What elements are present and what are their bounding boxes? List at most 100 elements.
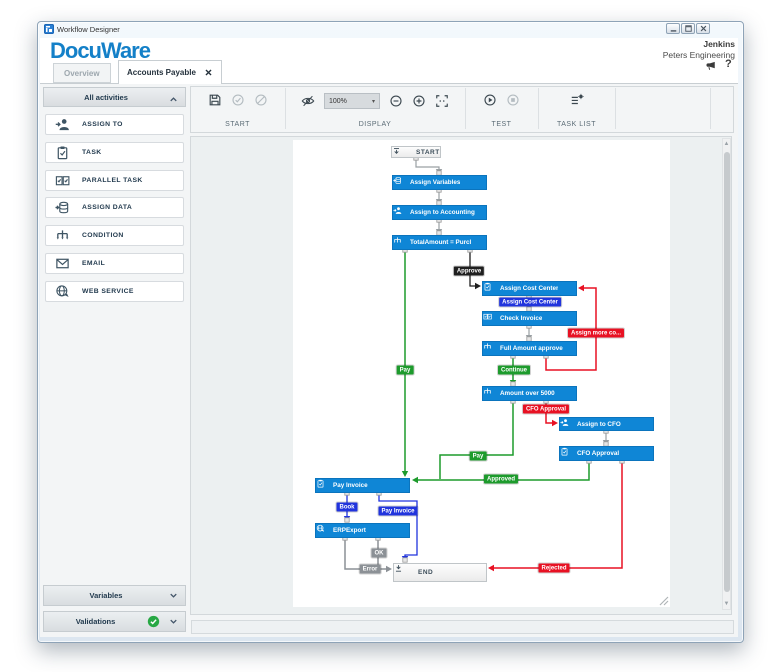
node-label: Assign Cost Center: [500, 285, 559, 292]
edge-label-continue[interactable]: Continue: [498, 365, 530, 375]
tab-label: Overview: [64, 68, 100, 78]
edge-label-rejected[interactable]: Rejected: [538, 563, 570, 573]
sidebar-section-validations[interactable]: Validations: [43, 611, 186, 632]
edge-label-book[interactable]: Book: [336, 502, 358, 512]
chevron-up-icon: [170, 96, 177, 101]
workflow-node-erpexport[interactable]: ERPExport: [315, 523, 410, 538]
maximize-icon: [684, 25, 692, 32]
edge-label-pay[interactable]: Pay: [469, 451, 487, 461]
sidebar-item-web-service[interactable]: WEB SERVICE: [45, 280, 184, 302]
publish-button[interactable]: [231, 93, 245, 107]
minimize-icon: [670, 30, 676, 32]
parallel-task-icon: [483, 313, 492, 320]
activities-panel-header[interactable]: All activities: [43, 87, 186, 107]
edge-label-assign-more-co[interactable]: Assign more co...: [567, 328, 625, 338]
condition-icon: [56, 230, 69, 240]
workflow-node-pay-invoice[interactable]: Pay Invoice: [315, 478, 410, 493]
chevron-up-icon: [168, 92, 179, 103]
node-label: CFO Approval: [577, 450, 620, 457]
toolbar-group-start: START: [190, 87, 285, 132]
canvas-resize-handle[interactable]: [658, 595, 670, 607]
task-icon: [561, 447, 568, 456]
check-badge-icon: [147, 615, 160, 628]
scrollbar-thumb[interactable]: [723, 152, 730, 592]
help-icon[interactable]: ?: [725, 58, 732, 70]
sidebar-item-label: WEB SERVICE: [82, 287, 134, 295]
edge-label-cfo-approval[interactable]: CFO Approval: [522, 404, 570, 414]
close-button[interactable]: [696, 23, 710, 34]
zoom-out-button[interactable]: [389, 94, 403, 108]
sidebar-item-condition[interactable]: CONDITION: [45, 225, 184, 246]
tab-accounts-payable[interactable]: Accounts Payable: [118, 60, 222, 84]
start-icon: [393, 148, 400, 154]
workflow-node-amount-over-5000[interactable]: Amount over 5000: [482, 386, 577, 401]
scroll-down-arrow[interactable]: ▼: [723, 600, 730, 607]
run-test-button[interactable]: [483, 93, 497, 107]
task-icon: [317, 479, 324, 488]
node-label: Pay Invoice: [333, 482, 368, 489]
workflow-node-assign-cost-center[interactable]: Assign Cost Center: [482, 281, 577, 296]
parallel-task-icon: [55, 175, 70, 185]
sidebar-section-variables[interactable]: Variables: [43, 585, 186, 606]
assign-to-icon: [560, 419, 569, 426]
scroll-up-arrow[interactable]: ▲: [723, 140, 730, 147]
edge-label-approved[interactable]: Approved: [483, 474, 519, 484]
eye-off-icon: [301, 95, 315, 107]
toolbar-separator: [538, 88, 539, 129]
docuware-logo: DocuWare: [50, 38, 151, 63]
condition-icon: [484, 388, 491, 394]
hide-button[interactable]: [301, 94, 315, 108]
tab-close-icon[interactable]: [204, 68, 213, 77]
edge-label-pay[interactable]: Pay: [396, 365, 414, 375]
section-label: Validations: [75, 617, 116, 626]
task-icon: [57, 146, 68, 159]
web-service-icon: [56, 284, 69, 297]
toolbar-group-test: TEST: [465, 87, 538, 132]
maximize-button[interactable]: [681, 23, 695, 34]
sidebar-item-label: CONDITION: [82, 232, 124, 239]
node-label: ERPExport: [333, 527, 366, 534]
workflow-node-assign-variables[interactable]: Assign Variables: [392, 175, 487, 190]
zoom-in-icon: [413, 95, 425, 107]
toolbar-separator: [285, 88, 286, 129]
workflow-node-full-amount-approve[interactable]: Full Amount approve: [482, 341, 577, 356]
zoom-in-button[interactable]: [412, 94, 426, 108]
workflow-edges: [342, 155, 625, 573]
edge-label-error[interactable]: Error: [359, 564, 381, 574]
zoom-select[interactable]: 100%▾: [324, 93, 380, 109]
sidebar-item-assign-to[interactable]: ASSIGN TO: [45, 114, 184, 135]
node-label: START: [416, 148, 440, 156]
node-label: TotalAmount = Purcl: [410, 239, 472, 246]
edge-label-assign-cost-center[interactable]: Assign Cost Center: [499, 297, 561, 307]
node-label: Assign Variables: [410, 179, 461, 186]
fit-view-button[interactable]: [435, 94, 449, 108]
sidebar-item-assign-data[interactable]: ASSIGN DATA: [45, 197, 184, 219]
win-close-icon: [700, 25, 706, 32]
toolbar-separator: [615, 88, 616, 129]
workflow-node-assign-to-cfo[interactable]: Assign to CFO: [559, 417, 654, 431]
workflow-node-assign-to-accounting[interactable]: Assign to Accounting: [392, 205, 487, 220]
sidebar-item-task[interactable]: TASK: [45, 141, 184, 163]
chevron-down-icon: [170, 619, 177, 624]
save-button[interactable]: [208, 93, 222, 107]
sidebar-item-email[interactable]: EMAIL: [45, 252, 184, 274]
edge-label-approve[interactable]: Approve: [453, 266, 485, 276]
condition-icon: [394, 237, 401, 243]
stop-test-button[interactable]: [506, 93, 520, 107]
unpublish-button[interactable]: [254, 93, 268, 107]
workflow-node-end[interactable]: END: [393, 563, 487, 582]
sidebar-item-parallel-task[interactable]: PARALLEL TASK: [45, 169, 184, 191]
tab-overview[interactable]: Overview: [53, 63, 111, 83]
workflow-node-start[interactable]: START: [391, 146, 441, 158]
zoom-value: 100%: [329, 97, 347, 105]
workflow-node-check-invoice[interactable]: Check Invoice: [482, 311, 577, 326]
feedback-icon[interactable]: [705, 59, 717, 71]
stop-icon: [507, 94, 519, 106]
workflow-node-totalamount-condition[interactable]: TotalAmount = Purcl: [392, 235, 487, 250]
edge-label-ok[interactable]: OK: [371, 548, 387, 558]
minimize-button[interactable]: [666, 23, 680, 34]
workflow-node-cfo-approval[interactable]: CFO Approval: [559, 446, 654, 461]
task-list-button[interactable]: [570, 93, 584, 107]
edge-label-pay-invoice[interactable]: Pay Invoice: [378, 506, 418, 516]
